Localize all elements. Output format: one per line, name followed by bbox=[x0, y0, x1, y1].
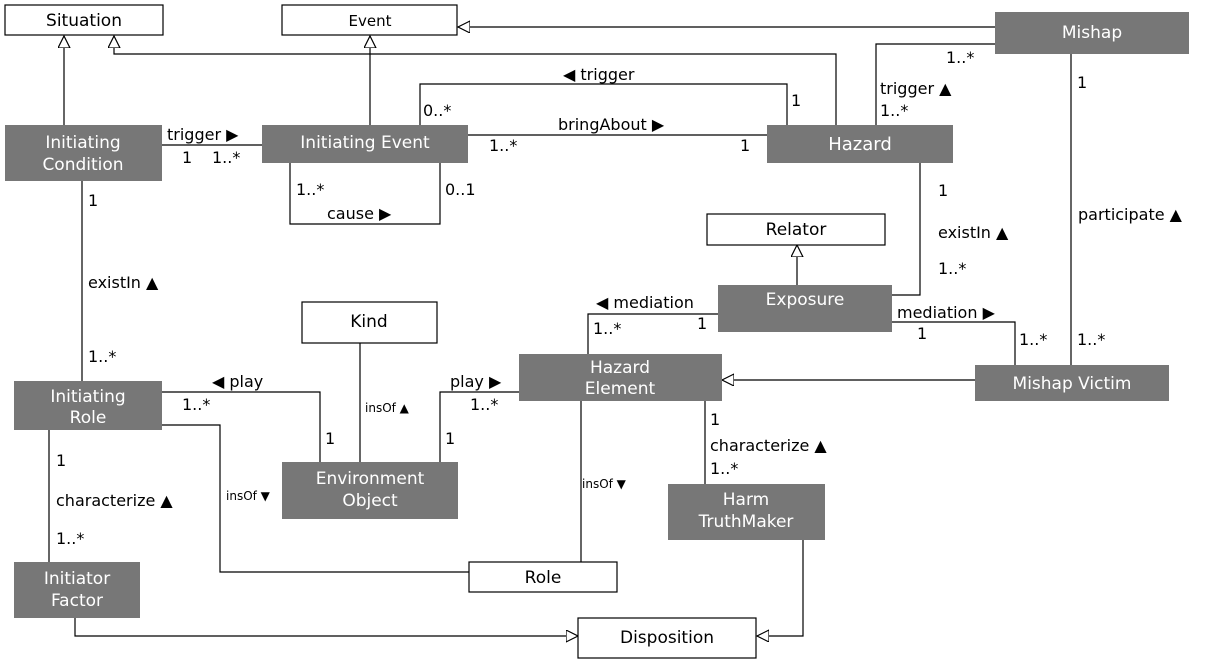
class-initiator-factor-line1: Initiator bbox=[44, 569, 110, 589]
label-trigger-top: ◀ trigger bbox=[563, 65, 635, 84]
class-environment-object-line1: Environment bbox=[316, 469, 425, 489]
class-hazard-element-line1: Hazard bbox=[590, 358, 650, 378]
class-hazard[interactable]: Hazard bbox=[767, 125, 953, 163]
class-role[interactable]: Role bbox=[468, 561, 618, 593]
class-hazard-element[interactable]: Hazard Element bbox=[519, 354, 722, 401]
assoc-trigger-top bbox=[419, 83, 788, 125]
class-initiating-event[interactable]: Initiating Event bbox=[262, 125, 468, 163]
class-initiating-event-label: Initiating Event bbox=[300, 133, 430, 153]
class-event-label: Event bbox=[349, 12, 392, 30]
class-exposure[interactable]: Exposure bbox=[718, 285, 892, 332]
assoc-play-right bbox=[439, 391, 519, 462]
label-existin-hazard: existIn ▲ bbox=[938, 223, 1009, 242]
mult-hz-exposure-bottom: 1..* bbox=[938, 259, 966, 278]
mult-mv-participate: 1..* bbox=[1077, 330, 1105, 349]
class-kind[interactable]: Kind bbox=[301, 301, 438, 344]
gen-harm-disposition bbox=[757, 540, 804, 636]
class-hazard-element-line2: Element bbox=[585, 379, 656, 399]
label-characterize-ir: characterize ▲ bbox=[56, 491, 173, 510]
class-initiator-factor-line2: Factor bbox=[51, 591, 103, 611]
class-exposure-label: Exposure bbox=[766, 290, 845, 310]
gen-if-disposition bbox=[74, 618, 578, 636]
assoc-med-right bbox=[892, 321, 1016, 365]
mult-play-left-ir: 1..* bbox=[182, 395, 210, 414]
mult-ic-role-bottom: 1..* bbox=[88, 347, 116, 366]
mult-char-he-bottom: 1..* bbox=[710, 459, 738, 478]
mult-ic-ie-ie: 1..* bbox=[212, 148, 240, 167]
class-role-label: Role bbox=[525, 568, 562, 588]
class-initiating-role[interactable]: Initiating Role bbox=[14, 381, 162, 430]
mult-bring-ie: 1..* bbox=[489, 136, 517, 155]
class-hazard-label: Hazard bbox=[828, 134, 892, 155]
assoc-hazard-exposure bbox=[892, 163, 921, 296]
label-existin-ic: existIn ▲ bbox=[88, 273, 159, 292]
mult-med-right-mv: 1..* bbox=[1019, 330, 1047, 349]
assoc-play-left bbox=[162, 391, 321, 462]
mult-cause-a: 1..* bbox=[296, 180, 324, 199]
mult-mishap-victim-top: 1 bbox=[1077, 73, 1087, 92]
class-kind-label: Kind bbox=[350, 312, 387, 332]
mult-char-he-top: 1 bbox=[710, 410, 720, 429]
mult-trigger-top-hz: 1 bbox=[791, 91, 801, 110]
class-harm-truthmaker[interactable]: Harm TruthMaker bbox=[668, 484, 825, 540]
label-trigger-mishap: trigger ▲ bbox=[880, 79, 952, 98]
mult-ic-role-top: 1 bbox=[88, 191, 98, 210]
mult-char-ir-top: 1 bbox=[56, 451, 66, 470]
class-initiating-role-line2: Role bbox=[70, 408, 107, 428]
class-situation[interactable]: Situation bbox=[4, 4, 164, 36]
gen-hazard-situation bbox=[114, 36, 837, 125]
mult-trigger-top-ie: 0..* bbox=[423, 101, 451, 120]
mult-char-ir-bottom: 1..* bbox=[56, 529, 84, 548]
label-play-right: play ▶ bbox=[450, 372, 502, 391]
mult-mishap-hazard-m: 1..* bbox=[946, 48, 974, 67]
label-insof-role: insOf ▼ bbox=[226, 489, 271, 503]
class-environment-object-line2: Object bbox=[342, 491, 398, 511]
class-initiator-factor[interactable]: Initiator Factor bbox=[14, 562, 140, 618]
class-initiating-condition-line1: Initiating bbox=[45, 133, 120, 153]
class-event[interactable]: Event bbox=[281, 4, 458, 36]
mult-play-right-eo: 1 bbox=[445, 429, 455, 448]
mult-mishap-hazard-h: 1..* bbox=[880, 101, 908, 120]
label-cause: cause ▶ bbox=[327, 204, 392, 223]
class-initiating-role-line1: Initiating bbox=[50, 387, 125, 407]
mult-med-left-ex: 1 bbox=[697, 314, 707, 333]
class-initiating-condition-line2: Condition bbox=[42, 155, 123, 175]
class-harm-truthmaker-line1: Harm bbox=[723, 490, 769, 510]
class-mishap-victim[interactable]: Mishap Victim bbox=[975, 365, 1169, 401]
label-mediation-left: ◀ mediation bbox=[596, 293, 694, 312]
assoc-med-left bbox=[587, 313, 718, 354]
class-disposition[interactable]: Disposition bbox=[577, 617, 757, 659]
class-situation-label: Situation bbox=[46, 11, 122, 31]
assoc-he-role bbox=[555, 401, 582, 564]
label-bringabout: bringAbout ▶ bbox=[558, 115, 665, 134]
class-relator[interactable]: Relator bbox=[706, 213, 886, 246]
class-mishap[interactable]: Mishap bbox=[995, 12, 1189, 54]
class-disposition-label: Disposition bbox=[620, 628, 714, 648]
class-relator-label: Relator bbox=[766, 220, 827, 240]
mult-hz-exposure-top: 1 bbox=[938, 181, 948, 200]
mult-med-left-he: 1..* bbox=[593, 319, 621, 338]
mult-play-left-eo: 1 bbox=[325, 429, 335, 448]
label-play-left: ◀ play bbox=[212, 372, 263, 391]
mult-bring-hz: 1 bbox=[740, 136, 750, 155]
assoc-mishap-hazard bbox=[875, 43, 995, 125]
mult-med-right-ex: 1 bbox=[917, 324, 927, 343]
label-trigger-ic-ie: trigger ▶ bbox=[167, 125, 239, 144]
class-environment-object[interactable]: Environment Object bbox=[282, 462, 458, 519]
label-participate: participate ▲ bbox=[1078, 205, 1183, 224]
assoc-cause bbox=[289, 163, 441, 225]
class-initiating-condition[interactable]: Initiating Condition bbox=[5, 125, 162, 181]
assoc-ir-role bbox=[162, 424, 469, 573]
label-insof-kind: insOf ▲ bbox=[365, 401, 410, 415]
mult-ic-ie-ic: 1 bbox=[182, 148, 192, 167]
class-mishap-victim-label: Mishap Victim bbox=[1013, 374, 1132, 394]
class-harm-truthmaker-line2: TruthMaker bbox=[698, 512, 794, 532]
label-characterize-he: characterize ▲ bbox=[710, 436, 827, 455]
label-mediation-right: mediation ▶ bbox=[897, 303, 996, 322]
mult-cause-b: 0..1 bbox=[445, 180, 476, 199]
mult-play-right-he: 1..* bbox=[470, 395, 498, 414]
class-mishap-label: Mishap bbox=[1062, 23, 1122, 43]
label-insof-he: insOf ▼ bbox=[582, 477, 627, 491]
